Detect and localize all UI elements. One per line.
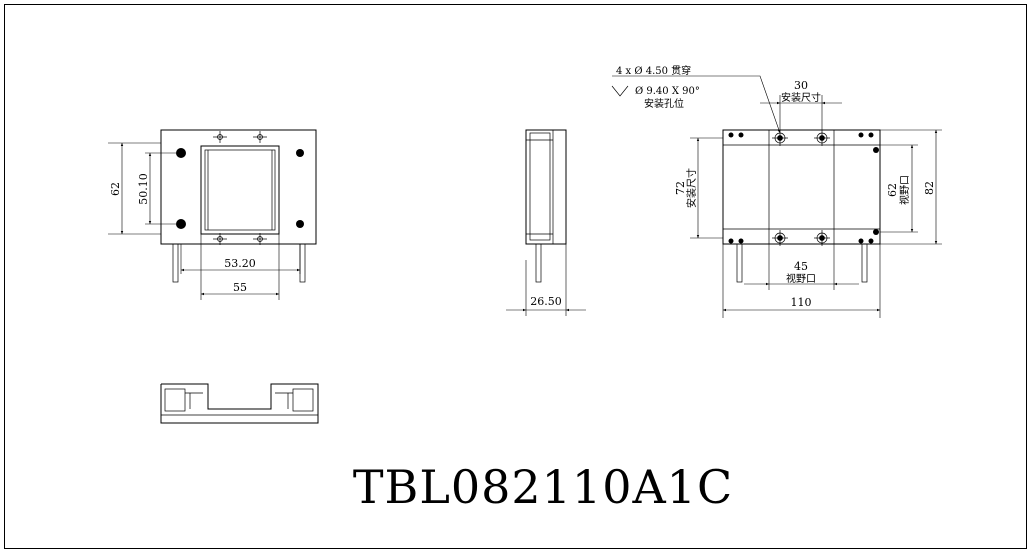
dim-mount-width-label: 安装尺寸 [781, 91, 821, 104]
hole-icon [296, 149, 304, 157]
dim-front-height-inner: 50.10 [137, 173, 150, 205]
hole-icon [858, 238, 864, 244]
dim-mount-height: 72 [674, 181, 687, 195]
dim-mount-width: 30 [794, 79, 808, 92]
dim-view-height-label: 视野口 [898, 175, 911, 205]
hole-icon [873, 147, 879, 153]
dim-view-height: 62 [886, 183, 899, 197]
dim-view-width: 45 [794, 260, 808, 273]
hole-icon [728, 132, 734, 138]
bottom-view [160, 383, 319, 424]
hole-icon [728, 238, 734, 244]
hole-icon [296, 220, 304, 228]
hole-icon [738, 132, 744, 138]
hole-note-line3: 安装孔位 [644, 97, 684, 110]
hole-icon [738, 238, 744, 244]
dim-mount-height-label: 安装尺寸 [685, 168, 698, 208]
drawing-border [4, 4, 1027, 549]
dim-side-depth: 26.50 [530, 295, 562, 308]
hole-icon [176, 219, 186, 229]
hole-icon [868, 132, 874, 138]
dim-front-width-outer: 55 [233, 281, 247, 294]
dim-front-width-inner: 53.20 [224, 257, 256, 270]
side-view [506, 129, 586, 316]
hole-icon [873, 229, 879, 235]
hole-icon [868, 238, 874, 244]
hole-icon [858, 132, 864, 138]
hole-icon [176, 148, 186, 158]
right-view [611, 75, 942, 318]
dim-total-height: 82 [923, 181, 936, 195]
hole-note-line2: Ø 9.40 X 90° [635, 86, 700, 97]
front-view [108, 129, 317, 300]
dim-front-height-outer: 62 [109, 182, 122, 196]
dim-total-width: 110 [791, 296, 812, 309]
drawing-title: TBL082110A1C [353, 460, 733, 514]
hole-note-line1: 4 x Ø 4.50 贯穿 [616, 64, 691, 77]
dim-view-width-label: 视野口 [786, 272, 816, 285]
